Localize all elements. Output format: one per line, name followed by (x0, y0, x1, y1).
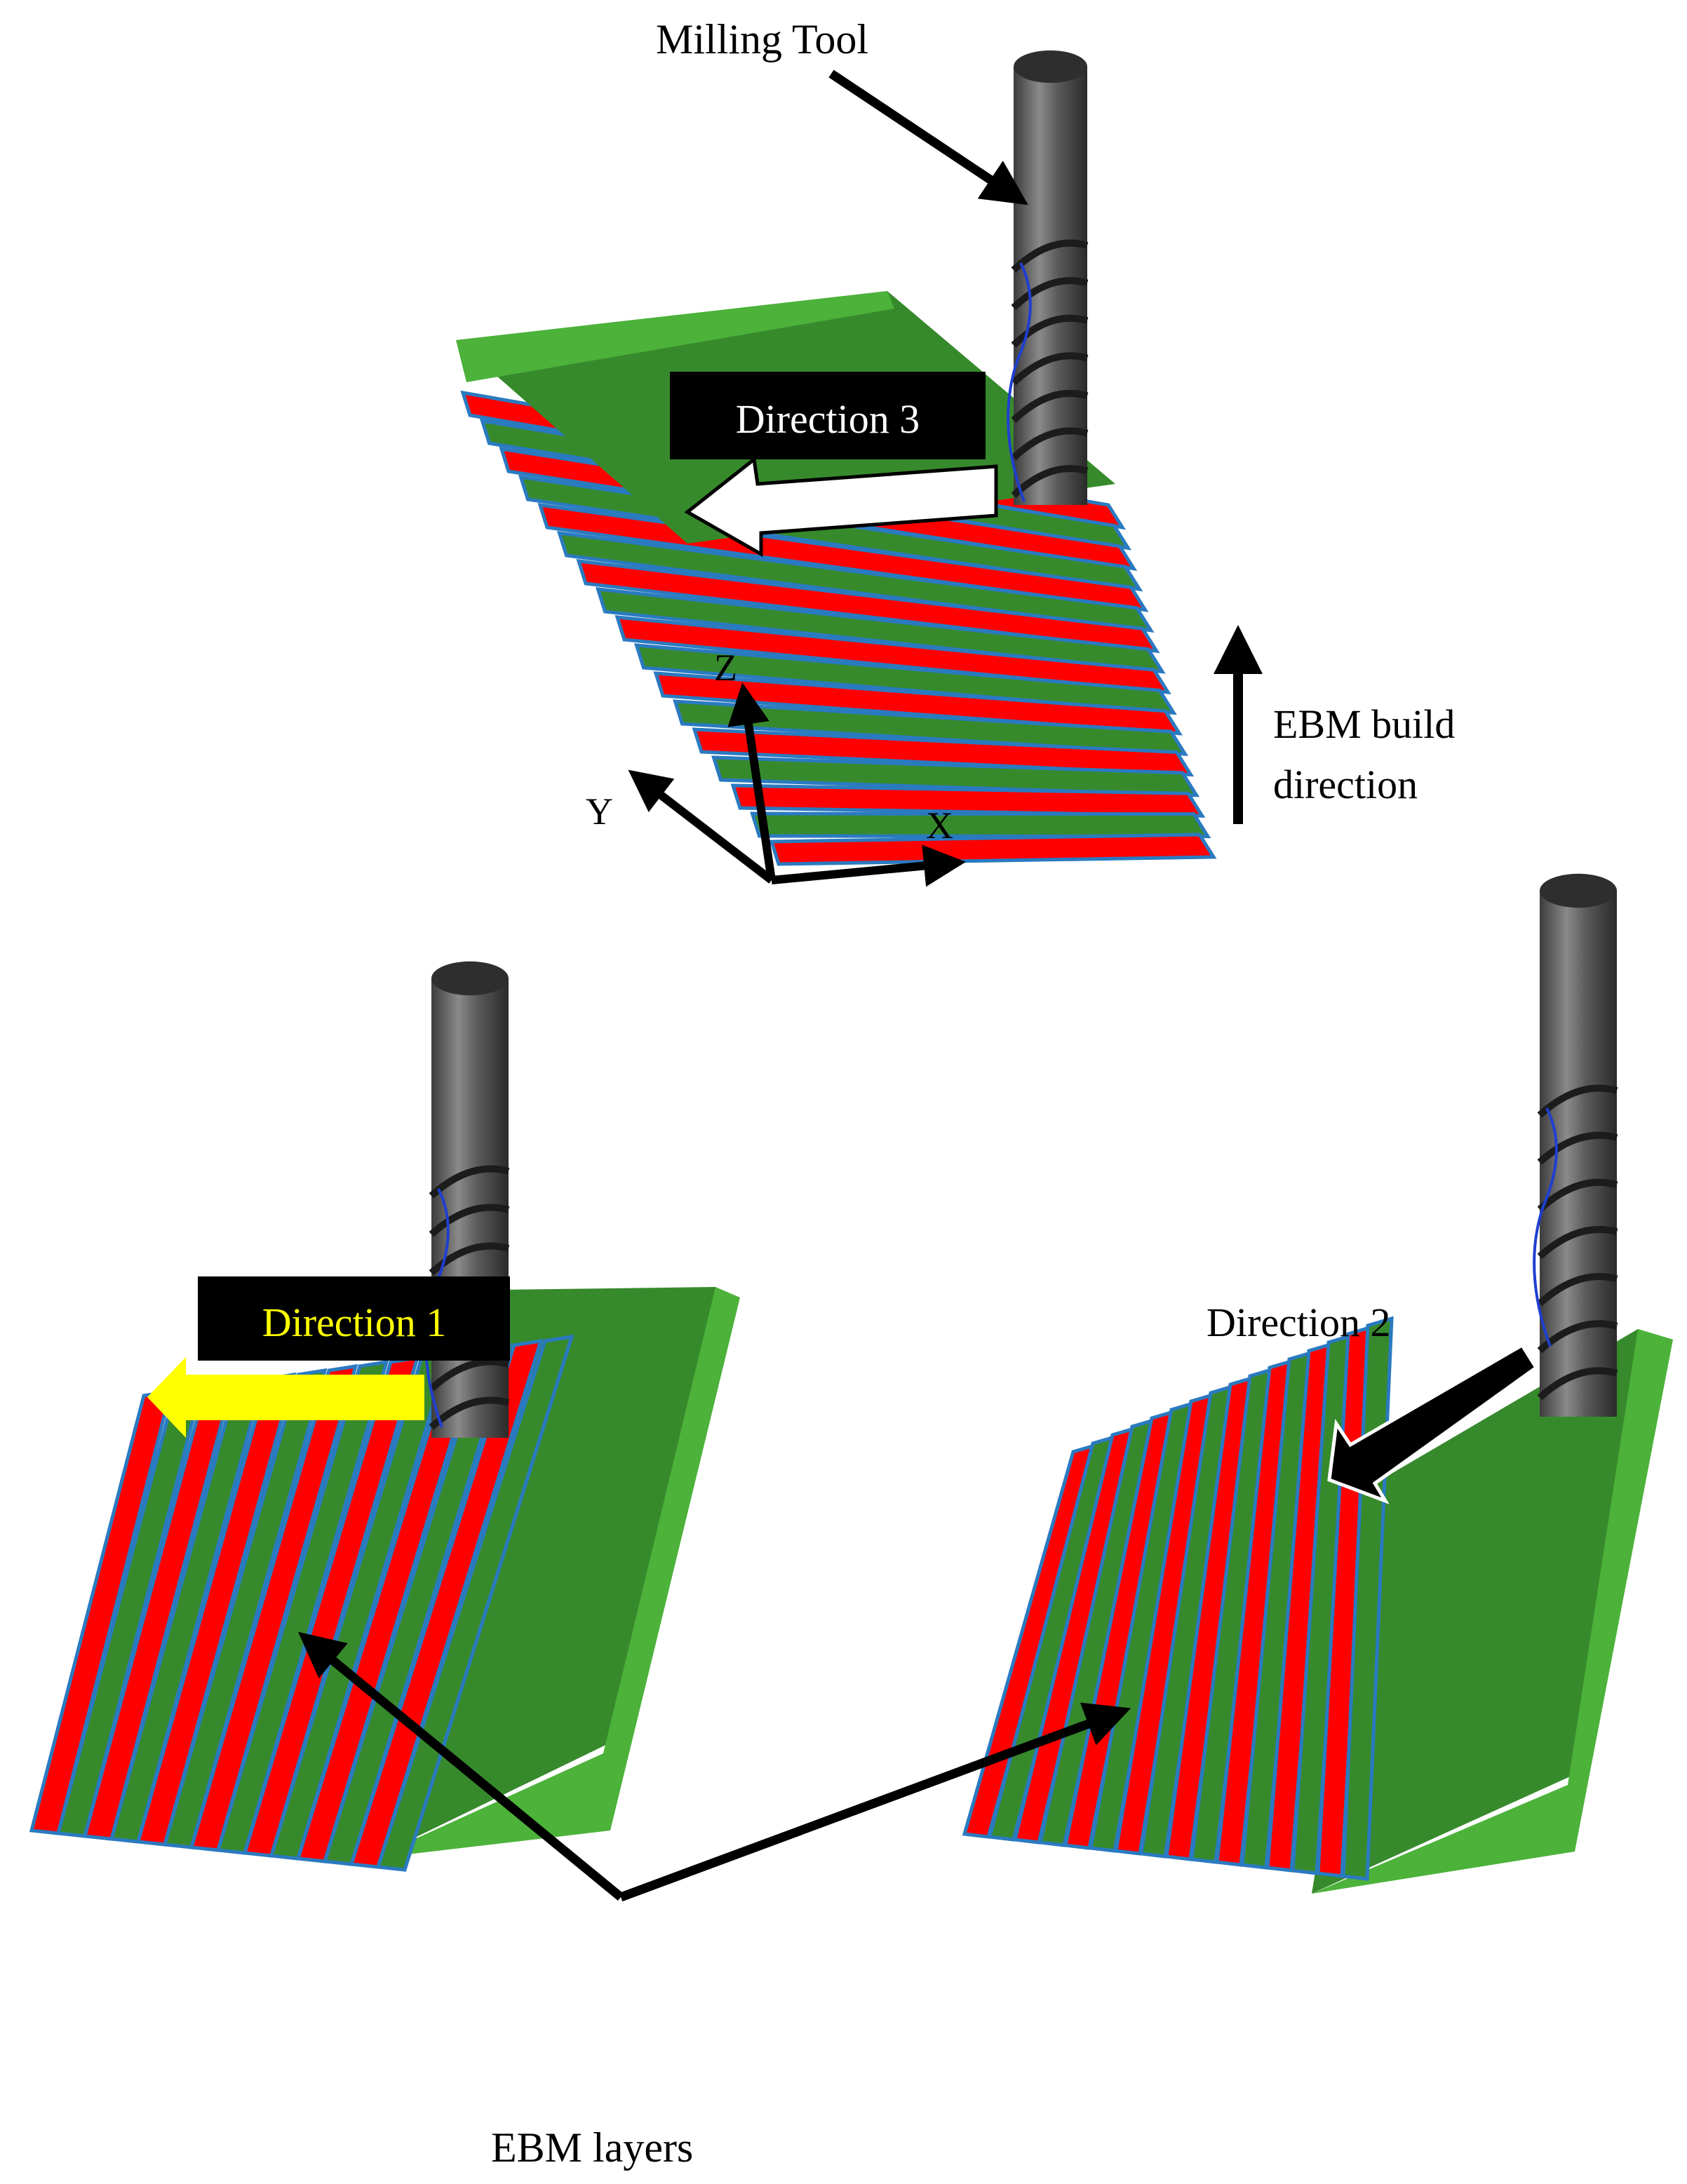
right-block: Direction 2 (962, 873, 1673, 1894)
direction-3-label: Direction 3 (736, 396, 920, 442)
tool-flute (429, 1165, 510, 1199)
build-direction-label-line1: EBM build (1273, 701, 1455, 747)
direction-1-arrow-icon (147, 1357, 424, 1438)
ebm-layers-pointer-right (619, 1702, 1131, 1902)
milling-tool-left (424, 961, 510, 1438)
top-layer-strip (595, 587, 1166, 674)
ebm-layers-label: EBM layers (491, 2124, 693, 2171)
axis-x-arrow (771, 844, 966, 887)
left-block: Direction 1 (29, 961, 740, 1872)
left-green-plate-edge (372, 1287, 740, 1859)
milling-tool-right (1533, 873, 1618, 1417)
top-layer-strip (673, 699, 1189, 756)
direction-1-label: Direction 1 (262, 1300, 447, 1345)
tool-flute (1537, 1178, 1618, 1212)
top-layer-strip (634, 643, 1177, 715)
tool-top-face (1014, 50, 1087, 83)
top-layer-strip (711, 755, 1200, 797)
axis-x-label: X (926, 804, 953, 847)
top-layer-strip (556, 531, 1155, 633)
top-layer-strip (769, 833, 1217, 866)
tool-flute (1011, 389, 1089, 423)
direction-3-arrow-icon (684, 456, 998, 558)
tool-flute (1011, 314, 1089, 348)
direction-3-label-box (670, 372, 986, 459)
direction-2-arrow-icon (1327, 1342, 1539, 1504)
milling-tool-top (1007, 50, 1089, 505)
top-block: Direction 3 X Y Z (456, 50, 1217, 887)
tool-flute (429, 1358, 510, 1391)
build-direction-label-line2: direction (1273, 762, 1418, 807)
milling-tool-pointer-arrow (828, 69, 1028, 205)
tool-flute (1011, 352, 1089, 386)
ebm-layers-pointer-left (297, 1631, 624, 1901)
right-block-layers (962, 1316, 1394, 1881)
tool-top-face (431, 961, 509, 996)
direction-1-label-box (198, 1276, 510, 1361)
top-layer-strip (750, 811, 1211, 839)
tool-edge-highlight (1007, 262, 1032, 502)
top-layer-strip (614, 615, 1171, 694)
axis-z-arrow (727, 682, 776, 881)
tool-flute (1537, 1225, 1618, 1260)
tool-flute (1537, 1367, 1618, 1401)
right-green-plate-edge (1312, 1329, 1673, 1894)
tool-flute (1011, 464, 1089, 499)
direction-2-label: Direction 2 (1207, 1300, 1391, 1345)
tool-flute (1537, 1131, 1618, 1165)
tool-top-face (1540, 873, 1617, 908)
axis-y-label: Y (586, 790, 613, 833)
top-layer-strip (653, 671, 1183, 736)
axis-y-arrow (628, 769, 774, 884)
axis-z-label: Z (714, 647, 737, 689)
top-green-plate-edge (456, 291, 894, 382)
tool-flute (429, 1204, 510, 1237)
tool-flute (1011, 277, 1089, 311)
top-layer-strip (692, 727, 1195, 777)
tool-flute (1011, 427, 1089, 461)
top-layer-strip (730, 783, 1206, 818)
top-layer-strip (576, 559, 1160, 654)
milling-tool-label: Milling Tool (656, 16, 868, 62)
tool-flute (1537, 1084, 1618, 1118)
right-green-plate (1312, 1329, 1673, 1894)
tool-flute (1537, 1273, 1618, 1307)
tool-edge-highlight (1533, 1107, 1558, 1347)
tool-flute (429, 1242, 510, 1276)
